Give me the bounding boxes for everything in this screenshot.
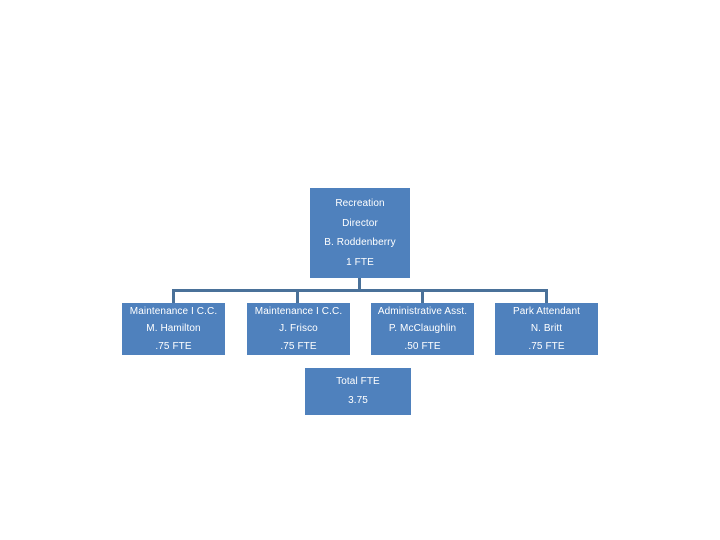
- org-node-person: M. Hamilton: [146, 323, 201, 335]
- org-node-person: P. McClaughlin: [388, 323, 457, 335]
- total-fte-label: Total FTE: [336, 376, 380, 387]
- org-node-title-line-1: Recreation: [335, 198, 385, 209]
- org-node-role: Maintenance I C.C.: [129, 306, 218, 318]
- org-node-role: Administrative Asst.: [377, 306, 468, 318]
- org-node-person: B. Roddenberry: [324, 237, 396, 248]
- org-node-park-attendant[interactable]: Park Attendant N. Britt .75 FTE: [495, 303, 598, 355]
- connector-horizontal-bus: [172, 289, 548, 292]
- org-node-fte: .50 FTE: [404, 340, 441, 352]
- org-node-fte: .75 FTE: [155, 340, 192, 352]
- org-node-administrative-asst[interactable]: Administrative Asst. P. McClaughlin .50 …: [371, 303, 474, 355]
- org-node-fte: 1 FTE: [346, 256, 374, 268]
- total-fte-value: 3.75: [348, 394, 368, 406]
- connector-drop-child-2: [296, 289, 299, 303]
- org-node-person: N. Britt: [530, 323, 563, 335]
- org-node-maintenance-frisco[interactable]: Maintenance I C.C. J. Frisco .75 FTE: [247, 303, 350, 355]
- connector-drop-child-1: [172, 289, 175, 303]
- org-node-total-fte[interactable]: Total FTE 3.75: [305, 368, 411, 415]
- connector-root-stem: [358, 278, 361, 291]
- org-node-maintenance-hamilton[interactable]: Maintenance I C.C. M. Hamilton .75 FTE: [122, 303, 225, 355]
- org-node-role: Park Attendant: [512, 306, 580, 318]
- connector-drop-child-4: [545, 289, 548, 303]
- org-node-recreation-director[interactable]: Recreation Director B. Roddenberry 1 FTE: [310, 188, 410, 278]
- org-node-role: Maintenance I C.C.: [254, 306, 343, 318]
- connector-drop-child-3: [421, 289, 424, 303]
- org-node-title-line-2: Director: [342, 217, 378, 229]
- org-node-fte: .75 FTE: [280, 340, 317, 352]
- org-node-person: J. Frisco: [279, 323, 318, 335]
- org-node-fte: .75 FTE: [528, 340, 565, 352]
